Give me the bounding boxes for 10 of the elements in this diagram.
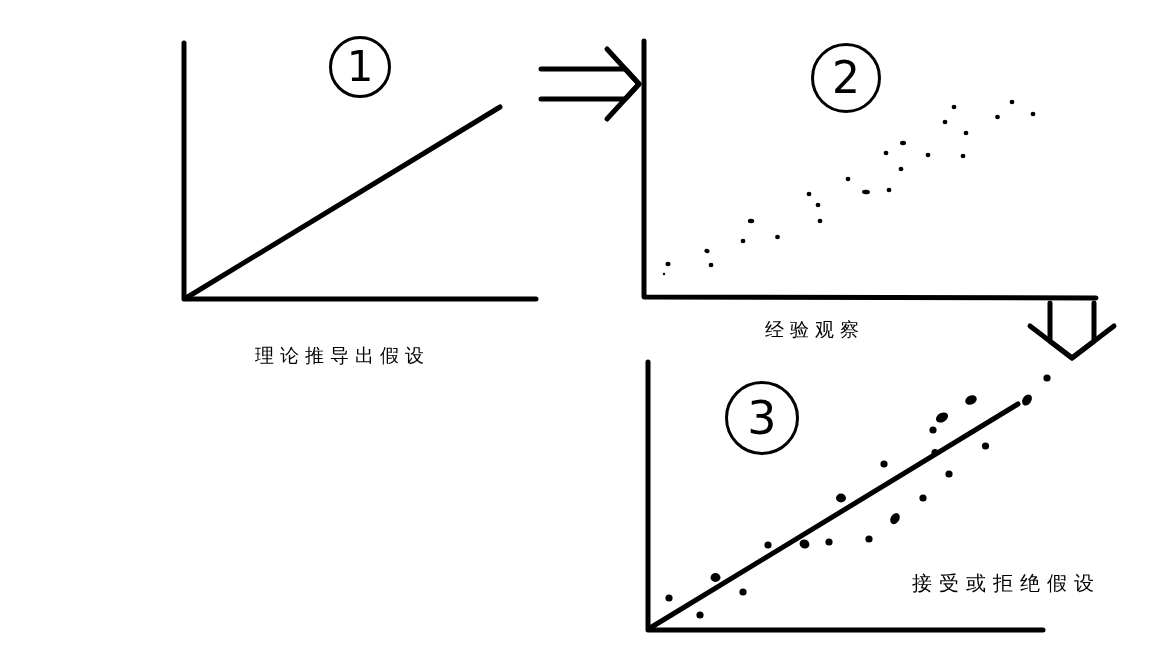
scatter-plot	[641, 38, 1099, 301]
chart-label: 接受或拒绝假设	[912, 571, 1101, 595]
circled-number: 2	[811, 43, 881, 113]
double-arrow	[1027, 300, 1117, 361]
circled-number: 3	[725, 381, 799, 455]
double-arrow	[538, 46, 642, 122]
chart-label: 经验观察	[765, 318, 865, 341]
circled-number: 1	[329, 36, 391, 98]
line-chart	[181, 34, 538, 302]
chart-label: 理论推导出假设	[255, 344, 430, 367]
